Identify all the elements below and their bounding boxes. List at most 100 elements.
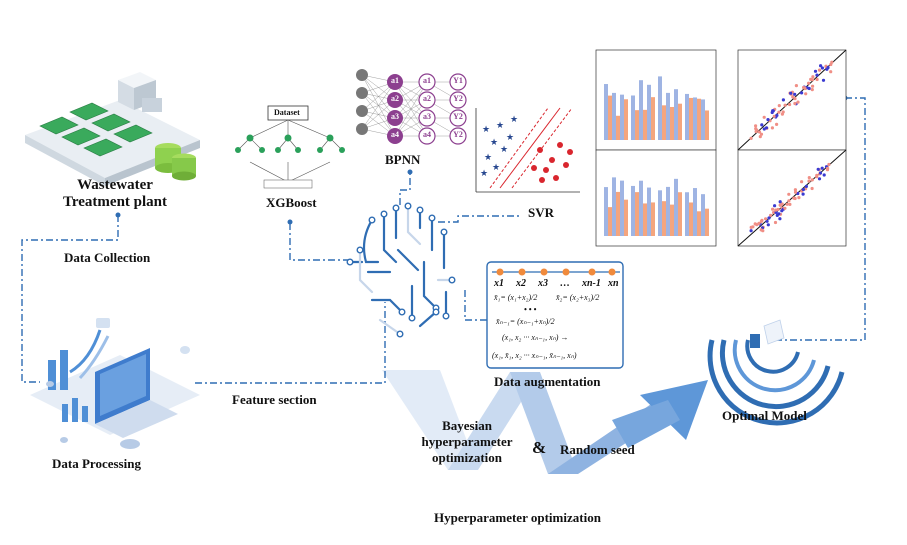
scatter-point [769,213,773,217]
scatter-point [820,166,824,170]
data-augmentation-label: Data augmentation [494,374,601,389]
wwtp-illustration [25,72,200,186]
brain-node [396,330,404,338]
svg-text:★: ★ [492,162,500,172]
scatter-point [792,196,796,200]
scatter-point [783,206,787,210]
wwtp-label-line1: Wastewater [77,177,153,193]
feature-section-label: Feature section [232,392,317,407]
scatter-point [764,126,769,130]
bar-chart-bottom [595,149,717,247]
scatter-point [749,229,753,233]
bar-mark [616,115,620,140]
scatter-point [804,184,809,188]
bar-mark [612,92,616,140]
connector-brain-svr [438,215,520,223]
brain-trace [358,248,374,294]
bar-mark [624,99,628,140]
connector-processing-brain [195,302,386,384]
scatter-point [810,186,814,191]
scatter-point [815,73,819,77]
bpnn-node-label: a4 [423,130,431,139]
scatter-point [826,166,830,170]
scatter-point [793,188,798,192]
scatter-point [794,84,799,88]
hyperparameter-arrow [382,370,708,474]
svg-text:★: ★ [484,152,492,162]
brain-node [404,202,412,210]
scatter-point [815,173,819,177]
bayesian-label: Bayesian hyperparameter optimization [412,418,522,466]
bar-mark [670,204,674,236]
scatter-point [759,228,763,232]
svg-text:★: ★ [506,132,514,142]
bar-mark [639,180,643,236]
bpnn-node-label: a4 [391,130,399,139]
scatter-point [820,66,825,70]
scatter-point [819,64,823,68]
scatter-point [762,115,766,119]
wwtp-label: Wastewater Treatment plant [40,177,190,211]
optimal-model-rings [707,319,845,426]
parity-plot-top [737,49,847,151]
bpnn-node-label: a3 [423,112,431,121]
brain-node [408,314,416,322]
xgboost-label: XGBoost [266,195,317,210]
bar-mark [620,180,624,236]
scatter-point [760,218,764,222]
scatter-point [749,136,753,140]
brain-trace [396,248,420,272]
bpnn-output-label: Y2 [453,130,463,139]
scatter-point [793,190,798,194]
scatter-point [757,221,761,225]
bar-mark [678,103,682,140]
xgboost-tree [235,105,345,189]
bar-mark [604,84,608,140]
connector-brain-bpnn [399,172,411,205]
brain-node [356,246,364,254]
scatter-point [775,213,779,217]
brain-node [368,216,376,224]
scatter-point [830,60,834,64]
bar-mark [647,187,651,236]
bpnn-output-label: Y1 [453,76,463,85]
brain-node [440,228,448,236]
bar-mark [689,97,693,140]
bayesian-label-line2: hyperparameter [421,434,513,449]
bar-mark [631,185,635,236]
bpnn-node-label: a2 [391,94,399,103]
scatter-point [778,203,782,207]
scatter-point [754,124,758,128]
scatter-point [754,129,758,134]
bpnn-label: BPNN [385,152,421,167]
scatter-point [807,179,811,183]
scatter-point [811,84,815,88]
scatter-point [780,112,785,116]
bar-mark [697,98,701,140]
scatter-point [813,69,818,73]
scatter-point [807,81,811,85]
brain-node [380,210,388,218]
brain-node [442,312,450,320]
scatter-point [757,130,762,134]
augmentation-seq-item: … [560,278,570,289]
scatter-point [816,167,820,171]
bar-mark [666,92,670,140]
bar-mark [639,80,643,140]
brain-node [432,308,440,316]
scatter-point [772,114,776,118]
scatter-point [785,202,789,206]
svg-text:• • •: • • • [524,305,537,314]
svg-text:★: ★ [510,114,518,124]
bar-mark [697,211,701,236]
scatter-point [810,78,815,82]
random-seed-label: Random seed [560,442,635,457]
scatter-point [800,91,804,95]
bar-mark [705,208,709,236]
parity-plot-bottom [737,149,847,247]
optimal-model-label: Optimal Model [722,408,807,423]
augmentation-seq-item: xn [608,278,619,289]
scatter-point [749,225,753,229]
scatter-point [760,123,764,127]
